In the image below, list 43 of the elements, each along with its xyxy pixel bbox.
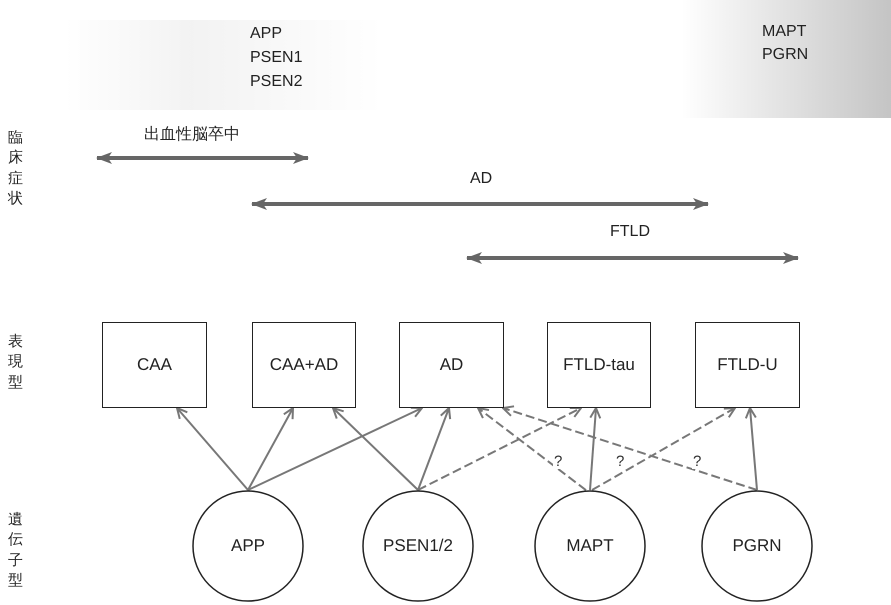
row-heading: 表現型 [8, 332, 24, 392]
phenotype-box [695, 322, 800, 408]
dashed-arrow [592, 407, 736, 491]
node-label: MAPT [566, 536, 614, 556]
node-label: AD [440, 355, 464, 375]
dashed-arrow [502, 405, 758, 491]
node-label: APP [230, 536, 266, 556]
edge-label: ? [615, 454, 626, 469]
gene-circle [362, 490, 474, 602]
gene-label: APP [250, 24, 282, 44]
arrow [332, 407, 419, 491]
range-label: 出血性脳卒中 [144, 125, 240, 144]
dashed-arrow [477, 407, 587, 491]
node-label: CAA+AD [270, 355, 338, 375]
row-heading: 臨床症状 [8, 128, 24, 209]
range-label: FTLD [610, 222, 650, 242]
edge-label: ? [553, 454, 564, 469]
phenotype-box [547, 322, 651, 408]
row-heading: 遺伝子型 [8, 510, 24, 591]
arrow [417, 407, 452, 490]
phenotype-box [102, 322, 207, 408]
gene-circle [534, 490, 646, 602]
gene-label: PGRN [762, 45, 808, 64]
phenotype-box [399, 322, 504, 408]
dashed-arrow [418, 407, 582, 491]
node-label: FTLD-tau [563, 355, 635, 375]
arrow [176, 407, 249, 491]
arrow [247, 407, 294, 490]
node-label: PSEN1/2 [383, 536, 453, 556]
arrow [248, 406, 423, 491]
gene-circle [192, 490, 304, 602]
phenotype-box [252, 322, 356, 408]
arrow [744, 407, 758, 490]
node-label: CAA [137, 355, 172, 375]
gene-circle [701, 490, 813, 602]
range-label: AD [470, 169, 492, 188]
edge-label: ? [692, 454, 702, 469]
node-label: PGRN [732, 536, 782, 556]
arrow [589, 407, 602, 490]
gene-label: MAPT [762, 22, 806, 42]
gene-label: PSEN2 [250, 72, 302, 92]
node-label: FTLD-U [717, 355, 778, 375]
gene-label: PSEN1 [250, 48, 302, 68]
